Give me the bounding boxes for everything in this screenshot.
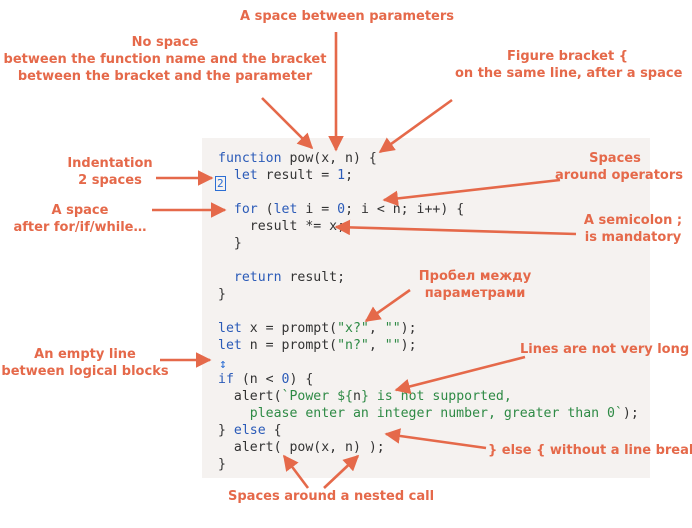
code-token: pow(x, n) { (281, 151, 377, 166)
code-token: "" (384, 338, 401, 353)
label-semicolon: A semicolon ; is mandatory (578, 212, 688, 246)
code-token: if (218, 372, 234, 387)
code-line: } else { (218, 422, 639, 439)
label-semicolon-line2: is mandatory (584, 230, 682, 245)
code-token: ; (345, 168, 354, 183)
arrow-no-space (261, 97, 314, 150)
code-token: for (233, 202, 258, 217)
code-token: 0 (337, 202, 346, 217)
arrow-long-lines (394, 355, 526, 395)
code-token: result = (257, 168, 338, 183)
label-semicolon-line1: A semicolon ; (583, 213, 683, 228)
label-spaces-operators-line2: around operators (555, 168, 683, 183)
code-token: result; (281, 270, 346, 285)
label-param-space: A space between parameters (240, 9, 455, 24)
label-spaces-operators: Spaces around operators (555, 150, 683, 184)
empty-line-marker: ↕ (219, 357, 227, 372)
code-token: "x?" (337, 321, 369, 336)
arrow-spaces-operators (382, 178, 561, 207)
label-space-after-for: A space after for/if/while… (0, 202, 160, 236)
code-token: n (353, 389, 361, 404)
code-token: function (218, 151, 282, 166)
code-token: let (218, 321, 242, 336)
code-token: ); (622, 406, 639, 421)
code-line: for (let i = 0; i < n; i++) { (218, 201, 639, 218)
label-figure-bracket: Figure bracket { on the same line, after… (455, 48, 683, 82)
label-russian-params-line2: параметрами (424, 286, 526, 301)
code-token: let (233, 168, 258, 183)
label-empty-line-line2: between logical blocks (1, 364, 169, 379)
arrow-semicolon (334, 219, 577, 236)
label-spaces-operators-line1: Spaces (589, 151, 641, 166)
arrow-nested-right (323, 454, 360, 489)
code-token: please enter an integer number, greater … (218, 406, 623, 421)
code-token: 0 (281, 372, 290, 387)
label-russian-params-line1: Пробел между (418, 269, 532, 284)
code-token: } (218, 457, 226, 472)
code-line: if (n < 0) { (218, 371, 639, 388)
label-figure-line1: Figure bracket { (507, 49, 628, 64)
code-line: let result = 1; (218, 167, 639, 184)
code-line: let n = prompt("n?", ""); (218, 337, 639, 354)
code-line: let x = prompt("x?", ""); (218, 320, 639, 337)
code-token: return (233, 270, 282, 285)
code-token: 1 (337, 168, 346, 183)
arrow-russian-params (364, 288, 411, 323)
code-token: { (265, 423, 282, 438)
code-token: let (218, 338, 242, 353)
code-token: "" (384, 321, 401, 336)
code-line: } (218, 235, 639, 252)
code-token: "n?" (337, 338, 369, 353)
code-line: return result; (218, 269, 639, 286)
code-token: let (273, 202, 298, 217)
label-indentation-line2: 2 spaces (78, 173, 142, 188)
code-line: please enter an integer number, greater … (218, 405, 639, 422)
label-empty-line-line1: An empty line (34, 347, 136, 362)
code-token: alert( pow(x, n) ); (218, 440, 385, 455)
code-token: , (368, 321, 385, 336)
code-token: `Power ${ (281, 389, 353, 404)
code-line: } (218, 286, 639, 303)
code-token: i = (297, 202, 338, 217)
code-token: ); (400, 321, 417, 336)
label-indentation-line1: Indentation (67, 156, 153, 171)
code-token: } (218, 287, 226, 302)
label-else: } else { without a line break (488, 443, 692, 458)
arrow-figure-bracket (378, 98, 453, 154)
label-figure-line2: on the same line, after a space (455, 66, 683, 81)
code-listing: function pow(x, n) { let result = 1; for… (218, 150, 639, 473)
code-token: alert( (218, 389, 282, 404)
code-line: alert( pow(x, n) ); (218, 439, 639, 456)
code-line: } (218, 456, 639, 473)
code-token: } (218, 423, 234, 438)
label-long-lines: Lines are not very long (520, 342, 690, 357)
label-space-after-for-line2: after for/if/while… (13, 220, 147, 235)
label-space-after-for-line1: A space (51, 203, 109, 218)
code-token: , (368, 338, 385, 353)
label-empty-line: An empty line between logical blocks (0, 346, 170, 380)
label-indentation: Indentation 2 spaces (60, 155, 160, 189)
code-token: n = prompt( (241, 338, 338, 353)
label-russian-params: Пробел между параметрами (410, 268, 540, 302)
code-token: else (233, 423, 266, 438)
label-no-space-line2: between the function name and the bracke… (3, 52, 327, 67)
code-token: } (218, 236, 242, 251)
code-token: x = prompt( (241, 321, 338, 336)
code-token: ( (257, 202, 274, 217)
label-no-space-line3: between the bracket and the parameter (17, 69, 313, 84)
code-token: } is not supported, (360, 389, 512, 404)
code-token: ); (400, 338, 417, 353)
arrow-else (384, 428, 487, 450)
label-nested-call: Spaces around a nested call (228, 489, 435, 504)
indent-marker: 2 (215, 176, 226, 191)
label-no-space: No space between the function name and t… (0, 34, 330, 85)
code-token: (n < (233, 372, 282, 387)
code-token: ) { (289, 372, 314, 387)
code-line: alert(`Power ${n} is not supported, (218, 388, 639, 405)
arrow-nested-left (282, 454, 310, 489)
code-line: function pow(x, n) { (218, 150, 639, 167)
label-no-space-line1: No space (131, 35, 199, 50)
